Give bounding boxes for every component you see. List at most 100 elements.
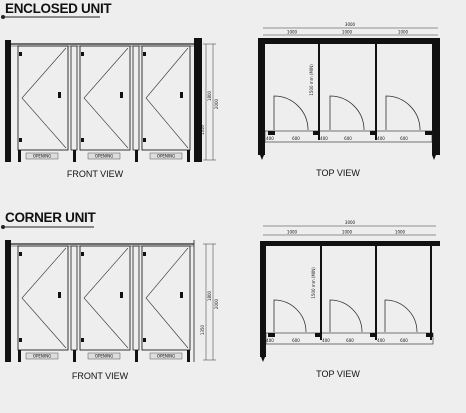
hinge	[19, 52, 22, 56]
hinge	[143, 52, 146, 56]
title-marker	[1, 15, 5, 19]
door-swing-arc	[273, 299, 307, 333]
door-swing-arc	[385, 95, 421, 131]
hinge	[81, 52, 84, 56]
corner-unit-title: CORNER UNIT	[5, 210, 97, 225]
opening-label: OPENING	[33, 354, 51, 359]
door-swing-arc	[384, 299, 418, 333]
bay-width-dimension: 1000	[395, 230, 406, 235]
door-panel	[141, 245, 191, 351]
back-wall	[258, 38, 440, 44]
support-leg	[73, 150, 76, 162]
front-panel-strip	[265, 332, 434, 345]
enclosed-top-view: 3000 1000 1000 1000 1500 mm (MIN) 400 60…	[258, 22, 440, 178]
overall-width-dimension: 3000	[345, 22, 356, 27]
door-swing-indicator	[145, 47, 189, 149]
door-dimension: 400	[322, 338, 330, 343]
pilaster-block	[370, 333, 377, 337]
pilaster-block	[268, 333, 275, 337]
hinge	[19, 252, 22, 256]
support-leg	[18, 350, 21, 362]
opening-label: OPENING	[157, 154, 175, 159]
support-leg	[18, 150, 21, 162]
door-swing-arc	[329, 95, 365, 131]
left-wall	[258, 38, 265, 155]
pilaster-block	[426, 333, 433, 337]
top-view-label: TOP VIEW	[316, 369, 360, 379]
door-lock	[120, 292, 123, 298]
pilaster-block	[425, 131, 432, 135]
hinge	[19, 138, 22, 142]
door-dimension: 400	[266, 136, 274, 141]
front-panel-strip	[264, 130, 433, 143]
enclosed-front-view: OPENING OPENING OPENING 1800 2000 1350 F…	[5, 38, 219, 179]
height-dimension: 1800	[207, 90, 212, 101]
door-swing-arc	[273, 95, 309, 131]
overall-width-dimension: 3000	[345, 220, 356, 225]
bay-width-dimension: 1000	[398, 30, 409, 35]
partition-pilaster	[132, 45, 140, 151]
support-leg	[135, 350, 138, 362]
pilaster-block	[313, 131, 320, 135]
pilaster-block	[370, 131, 377, 135]
bay-width-dimension: 1000	[342, 30, 353, 35]
door-panel	[141, 45, 191, 151]
partition-pilaster	[70, 45, 78, 151]
door-swing-indicator	[83, 47, 129, 149]
support-leg	[73, 350, 76, 362]
hinge	[19, 338, 22, 342]
hinge	[81, 338, 84, 342]
door-lock	[120, 92, 123, 98]
door-swing-indicator	[83, 247, 129, 349]
corner-top-view: 3000 1000 1000 1000 1500 mm (MIN) 400 60…	[260, 220, 440, 379]
height-dimension: 2000	[214, 298, 219, 309]
door-lock	[58, 92, 61, 98]
support-leg	[187, 150, 190, 162]
top-view-label: TOP VIEW	[316, 168, 360, 178]
support-leg	[135, 150, 138, 162]
opening-label-box	[25, 352, 59, 360]
height-dimension: 2000	[214, 98, 219, 109]
partition-pilaster	[70, 245, 78, 351]
door-dimension: 600	[400, 338, 408, 343]
opening-label-box	[87, 152, 121, 160]
door-dimension: 600	[292, 338, 300, 343]
height-dimension: 1800	[207, 290, 212, 301]
corner-unit-section: CORNER UNIT	[1, 210, 440, 381]
opening-label: OPENING	[157, 354, 175, 359]
support-leg	[187, 350, 190, 362]
door-dimension: 600	[400, 136, 408, 141]
door-dimension: 400	[377, 338, 385, 343]
hinge	[143, 338, 146, 342]
door-lock	[180, 92, 183, 98]
door-swing-arc	[329, 299, 363, 333]
bay-width-dimension: 1000	[342, 230, 353, 235]
opening-label-box	[87, 352, 121, 360]
opening-label-box	[25, 152, 59, 160]
left-pilaster	[5, 40, 11, 162]
corner-front-view: OPENING OPENING OPENING 1800 2000 1350 F…	[5, 240, 219, 381]
door-dimension: 600	[344, 136, 352, 141]
door-panel	[17, 45, 69, 151]
foot	[260, 155, 264, 160]
bay-width-dimension: 1000	[287, 30, 298, 35]
title-marker	[1, 225, 5, 229]
hinge	[143, 138, 146, 142]
front-view-label: FRONT VIEW	[72, 371, 129, 381]
back-wall	[260, 241, 440, 246]
right-pilaster	[194, 38, 202, 162]
door-dimension: 400	[266, 338, 274, 343]
opening-label: OPENING	[33, 154, 51, 159]
opening-label-box	[149, 352, 183, 360]
enclosed-unit-section: ENCLOSED UNIT	[1, 1, 440, 179]
opening-label: OPENING	[95, 354, 113, 359]
opening-label: OPENING	[95, 154, 113, 159]
door-swing-indicator	[21, 47, 67, 149]
height-dimension: 1350	[200, 324, 205, 335]
left-pilaster	[5, 240, 11, 362]
depth-dimension: 1500 mm (MIN)	[309, 64, 314, 96]
hinge	[81, 138, 84, 142]
front-view-label: FRONT VIEW	[67, 169, 124, 179]
door-dimension: 600	[292, 136, 300, 141]
